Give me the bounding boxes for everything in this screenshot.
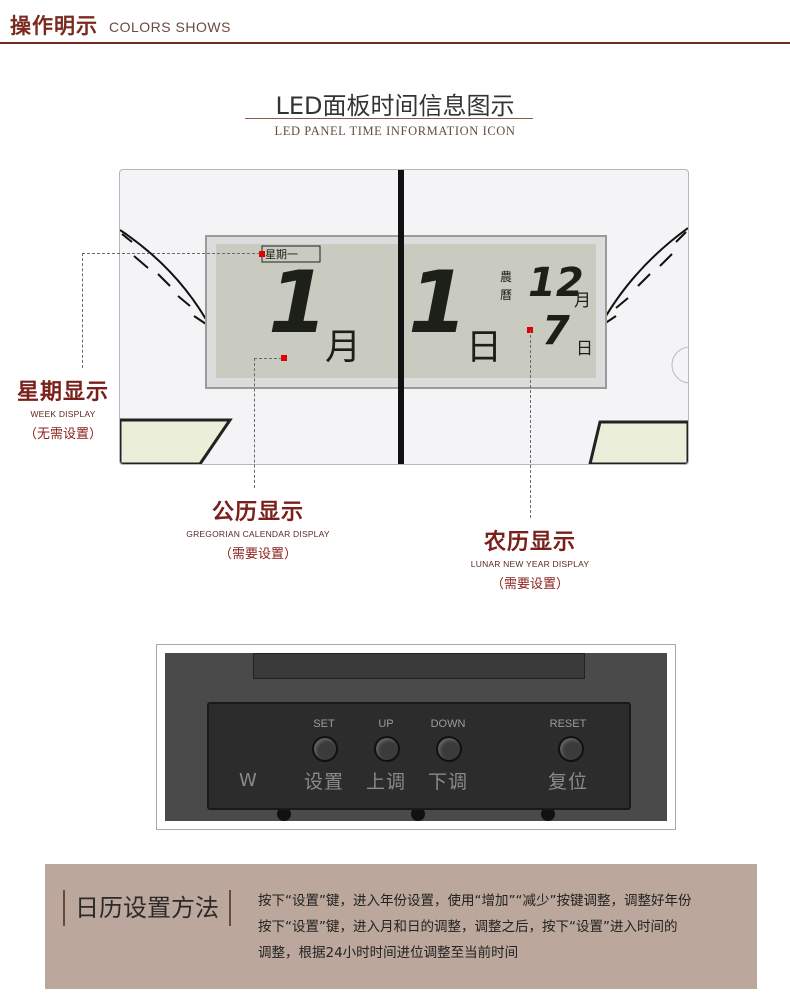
instruction-line: 按下“设置”键，进入月和日的调整，调整之后，按下“设置”进入时间的	[258, 919, 678, 935]
gregorian-leader-h	[254, 358, 282, 359]
section-title-divider	[245, 118, 533, 119]
week-leader-v	[82, 253, 83, 368]
gregorian-label-note: （需要设置）	[218, 547, 297, 562]
up-button[interactable]	[374, 736, 400, 762]
gregorian-display-label: 公历显示 GREGORIAN CALENDAR DISPLAY （需要设置）	[175, 494, 341, 562]
lcd-month-unit: 月	[325, 327, 362, 368]
lunar-leader-v	[530, 330, 531, 518]
battery-lid	[253, 653, 585, 679]
instruction-line: 按下“设置”键，进入年份设置，使用“增加”“减少”按键调整，调整好年份	[258, 893, 692, 909]
calendar-setup-box: 日历设置方法 按下“设置”键，进入年份设置，使用“增加”“减少”按键调整，调整好…	[45, 864, 757, 989]
lcd-lunar-tag-1: 農	[500, 270, 513, 284]
header-title-en: COLORS SHOWS	[109, 19, 231, 35]
up-button-caption: UP	[378, 718, 394, 730]
instruction-line: 调整，根据24小时时间进位调整至当前时间	[258, 945, 519, 961]
week-display-label: 星期显示 WEEK DISPLAY （无需设置）	[0, 374, 126, 442]
week-leader-h	[82, 253, 260, 254]
lcd-day-unit: 日	[466, 327, 503, 368]
lunar-display-label: 农历显示 LUNAR NEW YEAR DISPLAY （需要设置）	[462, 524, 598, 592]
lunar-label-cn: 农历显示	[483, 530, 576, 555]
lcd-weekday: 星期一	[265, 248, 298, 261]
week-marker	[259, 251, 265, 257]
header-title-cn: 操作明示	[10, 14, 98, 38]
down-button-caption: DOWN	[430, 718, 466, 730]
lcd-lunar-tag-2: 曆	[500, 288, 513, 302]
lunar-label-en: LUNAR NEW YEAR DISPLAY	[470, 559, 590, 569]
gregorian-label-cn: 公历显示	[211, 500, 304, 525]
down-button-label: 下调	[427, 771, 468, 793]
gregorian-leader-v	[254, 358, 255, 488]
week-label-en: WEEK DISPLAY	[30, 409, 96, 419]
calendar-setup-title: 日历设置方法	[63, 890, 231, 926]
set-button-caption: SET	[313, 718, 335, 730]
gregorian-label-en: GREGORIAN CALENDAR DISPLAY	[186, 529, 330, 539]
reset-button-label: 复位	[547, 771, 588, 793]
clock-lcd-photo: 星期一 1 月 1 日 農 曆 12 月 7 日	[119, 169, 689, 465]
screw-hole-1	[277, 807, 291, 821]
page-header: 操作明示 COLORS SHOWS	[0, 0, 790, 44]
lcd-month-number: 1	[268, 253, 328, 353]
control-panel: W SET 设置 UP 上调 DOWN 下调 RESET 复位	[165, 653, 667, 821]
section-title: LED面板时间信息图示	[275, 92, 515, 120]
week-label-cn: 星期显示	[16, 380, 109, 405]
clock-face-illustration	[120, 170, 688, 464]
button-recess: W SET 设置 UP 上调 DOWN 下调 RESET 复位	[207, 702, 631, 810]
set-button[interactable]	[312, 736, 338, 762]
down-button[interactable]	[436, 736, 462, 762]
calendar-setup-instructions: 按下“设置”键，进入年份设置，使用“增加”“减少”按键调整，调整好年份 按下“设…	[258, 888, 748, 966]
reset-button-caption: RESET	[549, 718, 587, 730]
lcd-lunar-day-unit: 日	[576, 339, 593, 359]
header-divider	[0, 42, 790, 44]
screw-hole-2	[411, 807, 425, 821]
lcd-lunar-day: 7	[542, 308, 570, 354]
lcd-day-number: 1	[408, 253, 468, 353]
section-subtitle: LED PANEL TIME INFORMATION ICON	[274, 124, 516, 138]
gregorian-marker	[281, 355, 287, 361]
week-label-note: （无需设置）	[23, 427, 102, 442]
lcd-lunar-month-unit: 月	[574, 291, 591, 311]
lunar-label-note: （需要设置）	[490, 577, 569, 592]
control-panel-photo: W SET 设置 UP 上调 DOWN 下调 RESET 复位	[156, 644, 676, 830]
up-button-label: 上调	[365, 771, 406, 793]
reset-button[interactable]	[558, 736, 584, 762]
screw-hole-3	[541, 807, 555, 821]
side-letter: W	[239, 770, 257, 791]
lcd-lunar-month: 12	[528, 260, 584, 306]
set-button-label: 设置	[303, 771, 344, 793]
